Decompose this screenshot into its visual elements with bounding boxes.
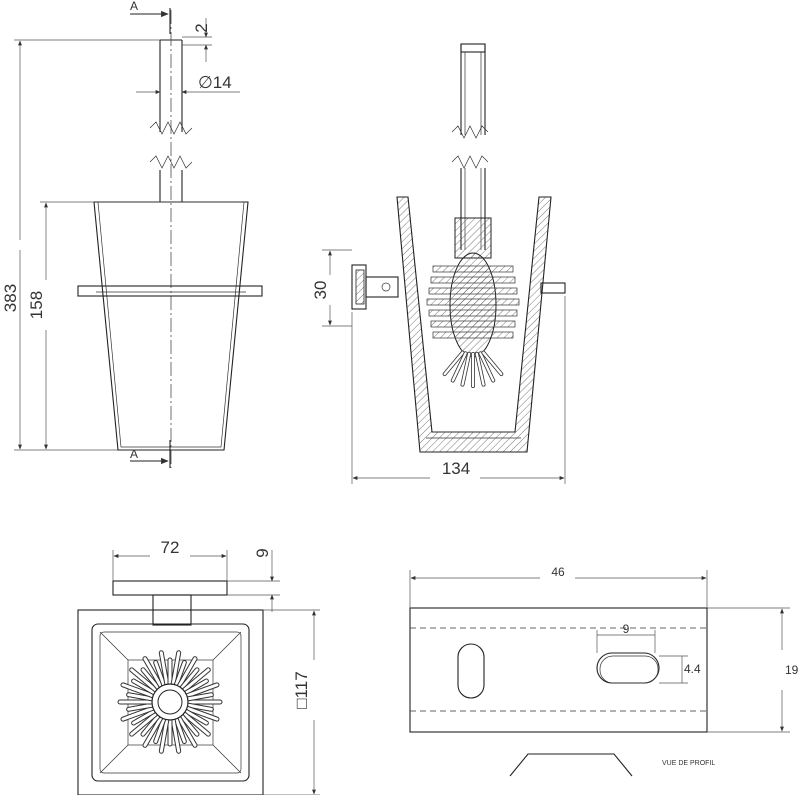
dim-cup-height-text: 158 — [27, 291, 46, 319]
dim-square-size-text: □117 — [292, 671, 311, 708]
dim-cup-height: 158 — [27, 201, 94, 450]
dim-handle-diameter-text: ∅14 — [198, 73, 232, 92]
dim-handle-diameter: ∅14 — [136, 73, 240, 94]
dim-slot-width-text: 4.4 — [684, 662, 701, 676]
section-marker-bottom: A — [130, 440, 171, 468]
dim-bracket-thickness-text: 9 — [253, 548, 272, 557]
profile-view: 46 9 4.4 19 VUE DE PROFIL — [409, 565, 799, 777]
section-view: 30 134 — [311, 43, 566, 484]
dim-total-height: 383 — [1, 39, 160, 451]
top-brush-rosette — [117, 650, 223, 754]
dim-bracket-height: 30 — [311, 249, 352, 327]
dim-top-offset: 2 — [182, 18, 212, 62]
dim-profile-height: 19 — [707, 607, 799, 733]
dim-profile-length: 46 — [409, 565, 708, 608]
profile-caption: VUE DE PROFIL — [662, 760, 715, 767]
dim-slot-width: 4.4 — [659, 655, 701, 684]
dim-profile-height-text: 19 — [785, 663, 799, 677]
dim-square-size: □117 — [263, 609, 320, 795]
cup-front — [77, 201, 263, 451]
profile-elongated-slot — [596, 652, 660, 684]
top-view: 72 9 □117 — [77, 538, 320, 795]
top-bracket-plate — [112, 580, 228, 596]
dim-top-offset-text: 2 — [192, 23, 211, 32]
dim-slot-length-text: 9 — [623, 622, 630, 636]
profile-body — [409, 607, 708, 733]
profile-base-shape — [509, 753, 633, 777]
dim-profile-length-text: 46 — [551, 565, 565, 579]
dim-bracket-thickness: 9 — [227, 548, 280, 612]
front-view: A A 2 ∅14 383 — [1, 0, 263, 468]
section-label-bottom: A — [130, 447, 138, 461]
section-label-top: A — [130, 0, 138, 13]
dim-total-height-text: 383 — [1, 284, 20, 312]
dim-bracket-height-text: 30 — [311, 281, 330, 300]
dim-bracket-width: 72 — [112, 538, 228, 581]
dim-depth: 134 — [351, 296, 566, 484]
dim-bracket-width-text: 72 — [161, 538, 180, 557]
wall-bracket — [351, 264, 566, 310]
dim-depth-text: 134 — [442, 459, 470, 478]
section-cup — [396, 196, 552, 453]
section-marker-top: A — [130, 0, 171, 34]
section-handle — [451, 43, 489, 250]
dim-slot-length: 9 — [596, 622, 656, 653]
brush-head — [426, 217, 520, 388]
profile-round-slot — [457, 643, 485, 699]
